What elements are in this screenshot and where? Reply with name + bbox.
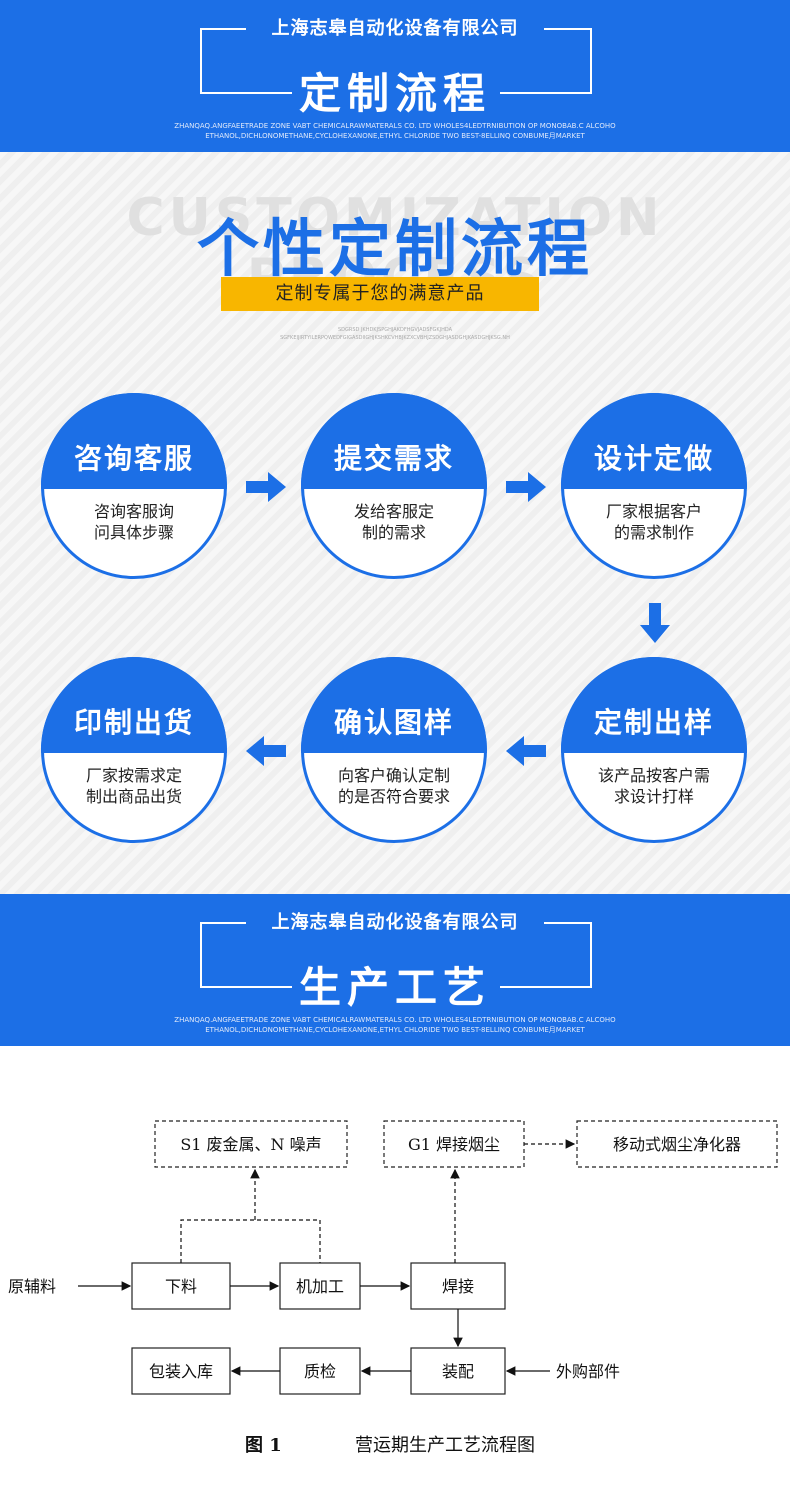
packaging-label: 包装入库 — [149, 1362, 213, 1381]
banner-english-text: ZHANQAQ.ANGFAEETRADE ZONE VABT CHEMICALR… — [0, 121, 790, 141]
desc-line: 向客户确认定制 — [337, 766, 450, 785]
banner-title: 生产工艺 — [298, 963, 491, 1012]
step-description: 向客户确认定制 的是否符合要求 — [329, 765, 459, 807]
inspection-label: 质检 — [304, 1362, 336, 1381]
step-description: 厂家根据客户 的需求制作 — [589, 501, 719, 543]
step-description: 该产品按客户需 求设计打样 — [589, 765, 719, 807]
step-header: 定制出样 — [561, 657, 747, 753]
step-consult: 咨询客服 咨询客服询 问具体步骤 — [41, 393, 227, 579]
frame-line — [544, 28, 590, 30]
emission-s1-label: S1 废金属、N 噪声 — [180, 1135, 321, 1154]
frame-line — [200, 922, 202, 986]
desc-line: 该产品按客户需 — [597, 766, 710, 785]
emission-g1-label: G1 焊接烟尘 — [408, 1135, 500, 1154]
step-title: 提交需求 — [333, 442, 454, 475]
frame-line — [590, 28, 592, 92]
decorative-tiny-text: SDGRSD JKHDKJSPGHJAKDFHGVJADSFGKJHDA — [337, 327, 453, 333]
cutting-box — [131, 1262, 231, 1310]
decorative-tiny-text: SGFKEIJIRTYILERPQWEDFGIGASDIIGHJKSHKCVHB… — [280, 335, 510, 341]
desc-line: 厂家按需求定 — [85, 766, 182, 785]
frame-line — [200, 28, 246, 30]
desc-line: 发给客服定 — [353, 502, 434, 521]
production-flowchart: S1 废金属、N 噪声 G1 焊接烟尘 移动式烟尘净化器 下料 机加工 焊接 装… — [8, 1120, 778, 1456]
frame-line — [500, 92, 592, 94]
emission-s1-box — [154, 1120, 348, 1168]
step-description: 厂家按需求定 制出商品出货 — [69, 765, 199, 807]
step-title: 设计定做 — [593, 442, 714, 475]
step-design: 设计定做 厂家根据客户 的需求制作 — [561, 393, 747, 579]
desc-line: 咨询客服询 — [93, 502, 174, 521]
frame-line — [200, 922, 246, 924]
welding-box — [410, 1262, 506, 1310]
cutting-label: 下料 — [165, 1277, 197, 1296]
frame-line — [590, 922, 592, 986]
company-name: 上海志皋自动化设备有限公司 — [271, 18, 519, 39]
company-name: 上海志皋自动化设备有限公司 — [271, 912, 519, 933]
desc-line: 制的需求 — [361, 523, 426, 542]
assembly-label: 装配 — [442, 1362, 474, 1381]
banner-customization: 上海志皋自动化设备有限公司 定制流程 ZHANQAQ.ANGFAEETRADE … — [0, 0, 790, 152]
step-sample: 定制出样 该产品按客户需 求设计打样 — [561, 657, 747, 843]
outsourced-parts-label: 外购部件 — [556, 1362, 620, 1381]
purifier-label: 移动式烟尘净化器 — [613, 1135, 741, 1154]
step-print-ship: 印制出货 厂家按需求定 制出商品出货 — [41, 657, 227, 843]
frame-line — [200, 986, 292, 988]
frame-line — [500, 986, 592, 988]
raw-material-label: 原辅料 — [8, 1277, 56, 1296]
step-header: 提交需求 — [301, 393, 487, 489]
figure-number: 图 1 — [245, 1435, 282, 1456]
frame-line — [200, 92, 292, 94]
arrow-left-icon — [506, 736, 546, 766]
english-line: ZHANQAQ.ANGFAEETRADE ZONE VABT CHEMICALR… — [174, 122, 616, 130]
banner-title: 定制流程 — [298, 69, 491, 118]
english-line: ETHANOL,DICHLONOMETHANE,CYCLOHEXANONE,ET… — [205, 132, 585, 140]
step-header: 设计定做 — [561, 393, 747, 489]
step-header: 咨询客服 — [41, 393, 227, 489]
desc-line: 厂家根据客户 — [605, 502, 702, 521]
process-title: 个性定制流程 — [196, 212, 593, 285]
process-subtitle: 定制专属于您的满意产品 — [221, 277, 539, 311]
arrow-right-icon — [246, 472, 286, 502]
banner-english-text: ZHANQAQ.ANGFAEETRADE ZONE VABT CHEMICALR… — [0, 1015, 790, 1035]
step-header: 确认图样 — [301, 657, 487, 753]
figure-caption: 营运期生产工艺流程图 — [355, 1435, 535, 1456]
desc-line: 问具体步骤 — [93, 523, 174, 542]
step-submit-requirements: 提交需求 发给客服定 制的需求 — [301, 393, 487, 579]
dashed-link-emission-s1 — [180, 1219, 321, 1263]
step-confirm-design: 确认图样 向客户确认定制 的是否符合要求 — [301, 657, 487, 843]
step-title: 咨询客服 — [73, 442, 194, 475]
arrow-down-icon — [640, 603, 670, 643]
inspection-box — [279, 1347, 361, 1395]
desc-line: 求设计打样 — [613, 787, 694, 806]
frame-line — [200, 28, 202, 92]
step-title: 确认图样 — [333, 706, 454, 739]
banner-production-process: 上海志皋自动化设备有限公司 生产工艺 ZHANQAQ.ANGFAEETRADE … — [0, 894, 790, 1046]
purifier-box — [576, 1120, 778, 1168]
desc-line: 制出商品出货 — [85, 787, 182, 806]
welding-label: 焊接 — [442, 1277, 474, 1296]
arrow-left-icon — [246, 736, 286, 766]
desc-line: 的是否符合要求 — [337, 787, 450, 806]
frame-line — [544, 922, 590, 924]
arrow-right-icon — [506, 472, 546, 502]
step-title: 印制出货 — [73, 706, 194, 739]
machining-label: 机加工 — [296, 1277, 344, 1296]
assembly-box — [410, 1347, 506, 1395]
packaging-box — [131, 1347, 231, 1395]
desc-line: 的需求制作 — [613, 523, 694, 542]
step-description: 咨询客服询 问具体步骤 — [69, 501, 199, 543]
emission-g1-box — [383, 1120, 525, 1168]
step-title: 定制出样 — [593, 706, 714, 739]
step-header: 印制出货 — [41, 657, 227, 753]
english-line: ZHANQAQ.ANGFAEETRADE ZONE VABT CHEMICALR… — [174, 1016, 616, 1024]
english-line: ETHANOL,DICHLONOMETHANE,CYCLOHEXANONE,ET… — [205, 1026, 585, 1034]
step-description: 发给客服定 制的需求 — [329, 501, 459, 543]
